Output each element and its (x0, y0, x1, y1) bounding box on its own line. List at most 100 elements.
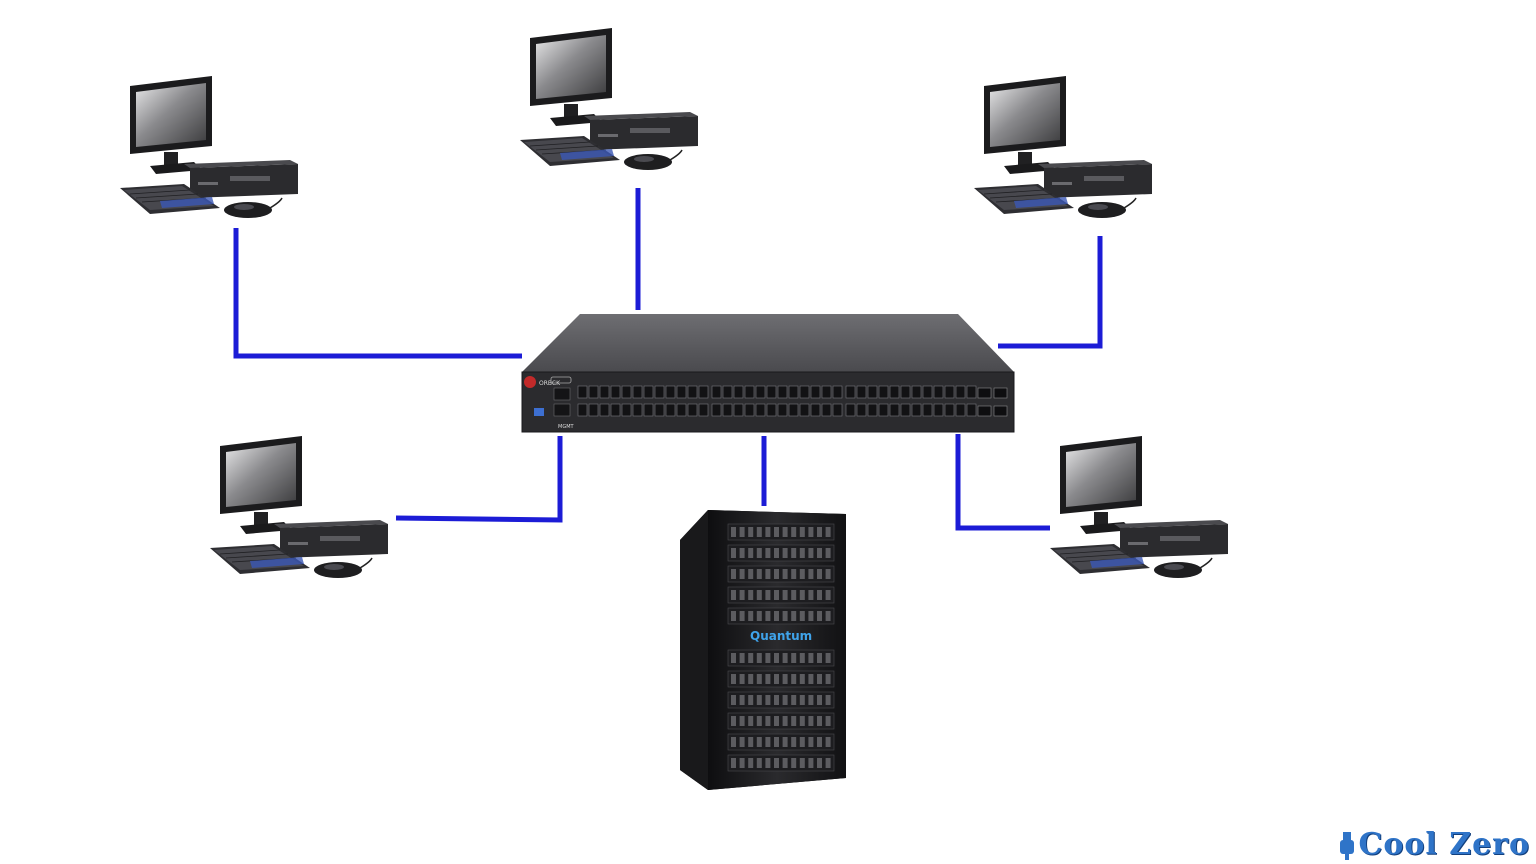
switch-port (610, 403, 621, 417)
drive-slot (825, 569, 831, 579)
switch-port (722, 385, 733, 399)
drive-slot (748, 548, 754, 558)
drive-slot (739, 758, 745, 768)
drive-slot (817, 758, 822, 768)
drive-slot (756, 737, 762, 747)
sfp-port (977, 387, 992, 399)
cable-pc-bottom-left (395, 436, 563, 523)
switch-port (698, 403, 709, 417)
switch-port (944, 403, 955, 417)
drive-slot (799, 695, 805, 705)
rack-brand-label: Quantum (750, 629, 812, 643)
switch-port (788, 403, 799, 417)
drive-slot (748, 611, 754, 621)
drive-slot (817, 737, 822, 747)
switch-port (654, 385, 665, 399)
switch-port (643, 403, 654, 417)
rack-drive-bays (727, 523, 835, 772)
server-rack: Quantum (680, 510, 846, 790)
drive-slot (799, 590, 805, 600)
drive-slot (808, 716, 814, 726)
drive-slot (808, 611, 814, 621)
switch-port (577, 385, 588, 399)
drive-slot (739, 695, 745, 705)
drive-slot (825, 674, 831, 684)
switch-port (599, 385, 610, 399)
drive-slot (739, 653, 745, 663)
drive-slot (782, 716, 788, 726)
switch-port (610, 385, 621, 399)
switch-port (766, 403, 777, 417)
drive-slot (817, 569, 822, 579)
drive-slot (739, 590, 745, 600)
switch-port (889, 385, 900, 399)
drive-slot (817, 716, 822, 726)
pc-top-left (119, 75, 299, 219)
drive-slot (791, 653, 797, 663)
switch-port (733, 403, 744, 417)
switch-port (711, 403, 722, 417)
drive-slot (731, 674, 736, 684)
switch-port (577, 403, 588, 417)
drive-slot (739, 716, 745, 726)
switch-port (687, 403, 698, 417)
drive-slot (731, 569, 736, 579)
drive-slot (765, 548, 771, 558)
drive-slot (739, 527, 745, 537)
switch-port (878, 403, 889, 417)
sfp-port (993, 387, 1008, 399)
switch-port (788, 385, 799, 399)
drive-slot (817, 548, 822, 558)
drive-slot (756, 527, 762, 537)
drive-slot (825, 716, 831, 726)
switch-port (733, 385, 744, 399)
drive-slot (799, 716, 805, 726)
watermark: Cool Zero (1338, 827, 1530, 862)
drive-slot (782, 548, 788, 558)
drive-slot (799, 653, 805, 663)
mgmt-port-label: MGMT (558, 424, 575, 430)
switch-port (621, 403, 632, 417)
switch-port (755, 403, 766, 417)
cable-pc-top-right (998, 236, 1103, 349)
pc-bottom-right (1049, 435, 1229, 579)
drive-slot (782, 590, 788, 600)
drive-slot (756, 569, 762, 579)
drive-slot (756, 758, 762, 768)
rack-unit (727, 586, 835, 604)
drive-slot (791, 590, 797, 600)
sfp-port (993, 405, 1008, 417)
drive-slot (748, 527, 754, 537)
drive-slot (748, 674, 754, 684)
switch-port (955, 385, 966, 399)
drive-slot (756, 674, 762, 684)
pc-bottom-left (209, 435, 389, 579)
drive-slot (825, 548, 831, 558)
drive-slot (825, 527, 831, 537)
drive-slot (774, 716, 779, 726)
drive-slot (799, 758, 805, 768)
sfp-port (977, 405, 992, 417)
switch-port (799, 403, 810, 417)
drive-slot (791, 527, 797, 537)
drive-slot (731, 758, 736, 768)
drive-slot (817, 590, 822, 600)
drive-slot (808, 737, 814, 747)
switch-port (900, 403, 911, 417)
rack-unit (727, 754, 835, 772)
drive-slot (782, 653, 788, 663)
switch-port (821, 403, 832, 417)
drive-slot (825, 695, 831, 705)
drive-slot (765, 758, 771, 768)
switch-port (799, 385, 810, 399)
rack-unit (727, 712, 835, 730)
drive-slot (774, 527, 779, 537)
drive-slot (731, 737, 736, 747)
drive-slot (731, 590, 736, 600)
pc-top-center (519, 27, 699, 171)
drive-slot (774, 611, 779, 621)
switch-port (777, 403, 788, 417)
drive-slot (782, 695, 788, 705)
watermark-text: Cool Zero (1358, 827, 1530, 862)
